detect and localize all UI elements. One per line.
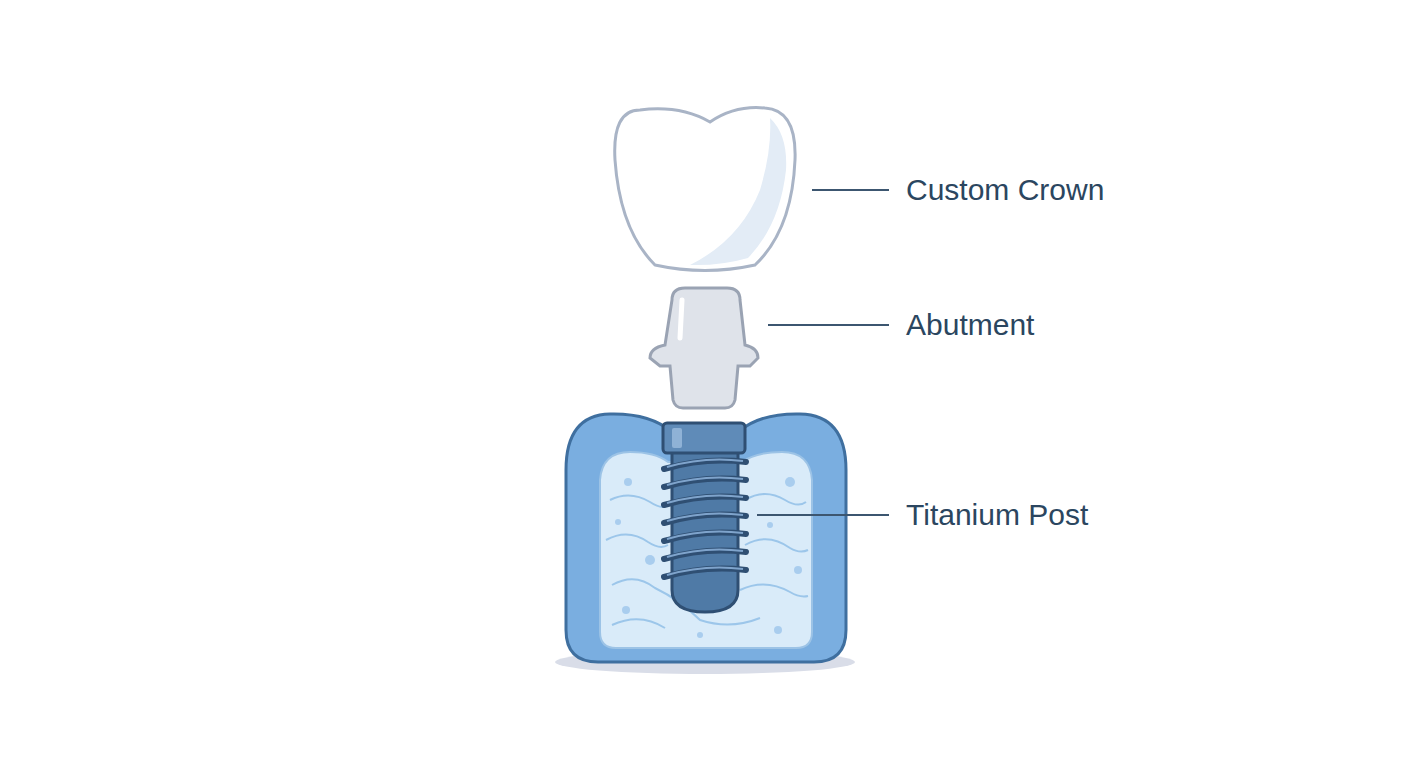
gum-tissue: [566, 414, 846, 662]
post-collar: [663, 423, 745, 453]
part-label: Titanium Post: [906, 497, 1088, 533]
post-threads: [664, 459, 746, 577]
thread-highlight: [667, 567, 743, 575]
post-highlight: [672, 428, 682, 448]
thread-highlight: [667, 495, 743, 503]
thread-highlight: [667, 549, 743, 557]
thread-highlight: [667, 459, 743, 467]
thread-highlight: [667, 513, 743, 521]
jaw-bone: [600, 452, 812, 648]
crown: [615, 108, 795, 271]
crown-shading: [690, 118, 786, 265]
thread-highlight: [667, 531, 743, 539]
part-label: Custom Crown: [906, 172, 1104, 208]
thread-highlight: [667, 477, 743, 485]
leader-line: [812, 189, 889, 191]
abutment-highlight: [680, 300, 682, 338]
leader-line: [757, 514, 889, 516]
part-label: Abutment: [906, 307, 1034, 343]
abutment: [650, 288, 758, 408]
leader-line: [768, 324, 889, 326]
